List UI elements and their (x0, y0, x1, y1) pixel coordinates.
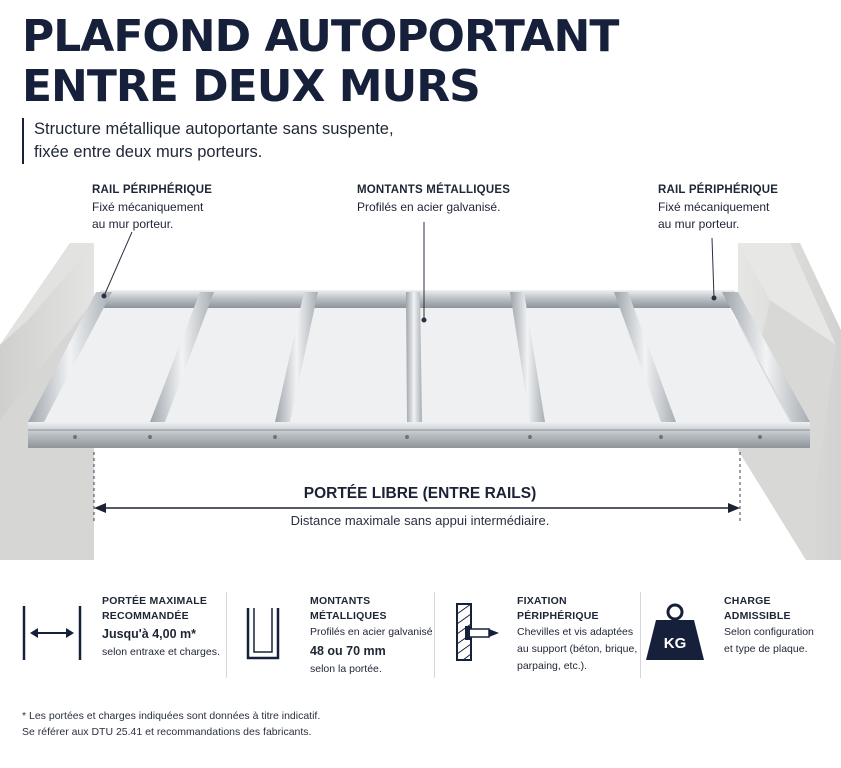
subtitle-line-2: fixée entre deux murs porteurs. (34, 143, 263, 161)
feature-studs-heading-2: MÉTALLIQUES (310, 610, 387, 622)
feature-studs: MONTANTS MÉTALLIQUES Profilés en acier g… (228, 592, 433, 682)
feature-studs-line-2: selon la portée. (310, 663, 382, 675)
feature-max-span-heading-1: PORTÉE MAXIMALE (102, 595, 208, 607)
feature-load-line-2: et type de plaque. (724, 643, 808, 655)
callout-studs: MONTANTS MÉTALLIQUES Profilés en acier g… (357, 182, 547, 216)
title-line-2: ENTRE DEUX MURS (22, 61, 481, 112)
callout-studs-heading: MONTANTS MÉTALLIQUES (357, 184, 511, 196)
callout-left-rail: RAIL PÉRIPHÉRIQUE Fixé mécaniquement au … (92, 182, 252, 233)
left-side-rail (28, 292, 112, 422)
front-rail (28, 422, 810, 448)
callout-right-heading: RAIL PÉRIPHÉRIQUE (658, 184, 779, 196)
footnote-line-2: Se référer aux DTU 25.41 et recommandati… (22, 726, 312, 738)
wall-screw-icon (456, 603, 499, 661)
ceiling-structure-illustration (0, 222, 841, 560)
callout-left-line-2: au mur porteur. (92, 217, 174, 231)
feature-studs-value: 48 ou 70 mm (310, 644, 386, 658)
callout-studs-line-1: Profilés en acier galvanisé. (357, 200, 501, 214)
feature-fixing-text: FIXATION PÉRIPHÉRIQUE Chevilles et vis a… (517, 594, 647, 675)
page-title: PLAFOND AUTOPORTANT ENTRE DEUX MURS (22, 12, 822, 112)
span-arrow-left (94, 503, 106, 513)
leader-right (711, 237, 715, 299)
stud-4 (510, 292, 545, 422)
stud-5 (614, 292, 676, 422)
leader-left (103, 231, 133, 297)
rail-screws (73, 435, 762, 439)
footnote-line-1: * Les portées et charges indiquées sont … (22, 710, 321, 722)
right-side-rail (722, 292, 810, 422)
feature-studs-text: MONTANTS MÉTALLIQUES Profilés en acier g… (310, 594, 440, 678)
kg-weight-icon: KG (646, 603, 704, 660)
feature-fixing-line-2: au support (béton, brique, (517, 643, 638, 655)
feature-fixing: FIXATION PÉRIPHÉRIQUE Chevilles et vis a… (435, 592, 637, 682)
feature-max-span-heading-2: RECOMMANDÉE (102, 610, 189, 622)
stud-1 (150, 292, 214, 422)
u-profile-icon (246, 608, 280, 660)
span-arrow-right (728, 503, 740, 513)
callout-right-rail: RAIL PÉRIPHÉRIQUE Fixé mécaniquement au … (658, 182, 818, 233)
feature-fixing-line-1: Chevilles et vis adaptées (517, 626, 634, 638)
title-line-1: PLAFOND AUTOPORTANT (22, 11, 619, 62)
metal-studs (150, 292, 676, 422)
feature-fixing-line-3: parpaing, etc.). (517, 660, 588, 672)
feature-load-heading-2: ADMISSIBLE (724, 610, 791, 622)
feature-studs-heading-1: MONTANTS (310, 595, 371, 607)
footnote: * Les portées et charges indiquées sont … (22, 708, 320, 740)
span-title: PORTÉE LIBRE (ENTRE RAILS) (303, 485, 537, 502)
kg-weight-label: KG (664, 635, 687, 652)
feature-max-span: PORTÉE MAXIMALE RECOMMANDÉE Jusqu'à 4,00… (20, 592, 220, 682)
stud-3 (406, 292, 422, 422)
feature-max-span-line-1: selon entraxe et charges. (102, 646, 220, 658)
feature-divider-1 (226, 592, 227, 678)
feature-load-line-1: Selon configuration (724, 626, 814, 638)
callout-left-heading: RAIL PÉRIPHÉRIQUE (92, 184, 213, 196)
feature-max-span-value: Jusqu'à 4,00 m* (102, 627, 196, 641)
feature-divider-3 (640, 592, 641, 678)
feature-load-heading-1: CHARGE (724, 595, 771, 607)
span-note: Distance maximale sans appui intermédiai… (290, 513, 550, 528)
feature-studs-line-1: Profilés en acier galvanisé (310, 626, 433, 638)
feature-load: KG CHARGE ADMISSIBLE Selon configuration… (642, 592, 832, 682)
feature-max-span-text: PORTÉE MAXIMALE RECOMMANDÉE Jusqu'à 4,00… (102, 594, 232, 661)
feature-divider-2 (434, 592, 435, 678)
feature-fixing-heading-1: FIXATION (517, 595, 567, 607)
feature-fixing-heading-2: PÉRIPHÉRIQUE (517, 610, 599, 622)
callout-right-line-1: Fixé mécaniquement (658, 200, 770, 214)
stud-2 (275, 292, 318, 422)
callout-left-line-1: Fixé mécaniquement (92, 200, 204, 214)
subtitle: Structure métallique autoportante sans s… (22, 118, 394, 164)
feature-load-text: CHARGE ADMISSIBLE Selon configuration et… (724, 594, 841, 658)
span-arrow-icon (22, 606, 82, 660)
callout-right-line-2: au mur porteur. (658, 217, 740, 231)
subtitle-line-1: Structure métallique autoportante sans s… (34, 120, 394, 138)
